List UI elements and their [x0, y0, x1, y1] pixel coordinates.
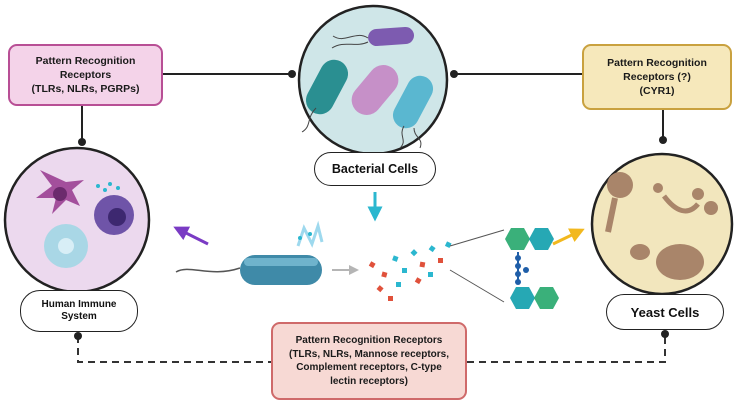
prr-box-shared: Pattern Recognition Receptors (TLRs, NLR… [271, 322, 467, 400]
connector-dot [661, 330, 669, 338]
human-immune-system-illustration [3, 146, 151, 294]
label-yeast-cells: Yeast Cells [606, 294, 724, 330]
prr-box-shared-line: Complement receptors, C-type [296, 362, 442, 373]
connector-dot [288, 70, 296, 78]
prr-box-immune: Pattern Recognition Receptors (TLRs, NLR… [8, 44, 163, 106]
bacterial-cells-illustration [297, 4, 449, 156]
label-human-immune-system: Human Immune System [20, 290, 138, 332]
yeast-cells-illustration [590, 152, 734, 296]
dashed-connector-left [77, 336, 271, 363]
pamp-molecule-illustration [505, 228, 559, 309]
bacterial-fragments-illustration [368, 241, 452, 301]
prr-box-shared-line: Pattern Recognition Receptors [295, 335, 443, 346]
connector-dot [659, 136, 667, 144]
connector-dot [450, 70, 458, 78]
prr-box-yeast-line: (CYR1) [639, 85, 675, 98]
dashed-connector-right [467, 334, 666, 363]
arrow-yellow-to-yeast [552, 228, 585, 246]
prr-box-shared-line: lectin receptors) [330, 375, 408, 387]
zoom-line [449, 229, 505, 247]
zoom-line [449, 269, 505, 303]
prr-box-yeast-line: Pattern Recognition [607, 56, 707, 69]
connector-dot [74, 332, 82, 340]
prr-box-shared-line: (TLRs, NLRs, Mannose receptors, [288, 348, 450, 360]
prr-box-immune-line: Receptors [59, 68, 112, 81]
label-bacterial-cells: Bacterial Cells [314, 152, 436, 186]
prr-box-yeast: Pattern Recognition Receptors (?) (CYR1) [582, 44, 732, 110]
label-human-immune-system-line: System [61, 311, 97, 322]
label-yeast-cells-text: Yeast Cells [630, 304, 700, 320]
prr-box-yeast-line: Receptors (?) [623, 70, 691, 83]
label-bacterial-cells-text: Bacterial Cells [331, 162, 419, 176]
prr-box-immune-line: Pattern Recognition [35, 54, 136, 67]
lysing-bacterium-illustration [175, 220, 324, 285]
prr-box-immune-line: (TLRs, NLRs, PGRPs) [31, 83, 140, 96]
arrow-purple-to-immune [173, 226, 209, 246]
connector-dot [78, 138, 86, 146]
label-human-immune-system-line: Human Immune [41, 298, 117, 310]
